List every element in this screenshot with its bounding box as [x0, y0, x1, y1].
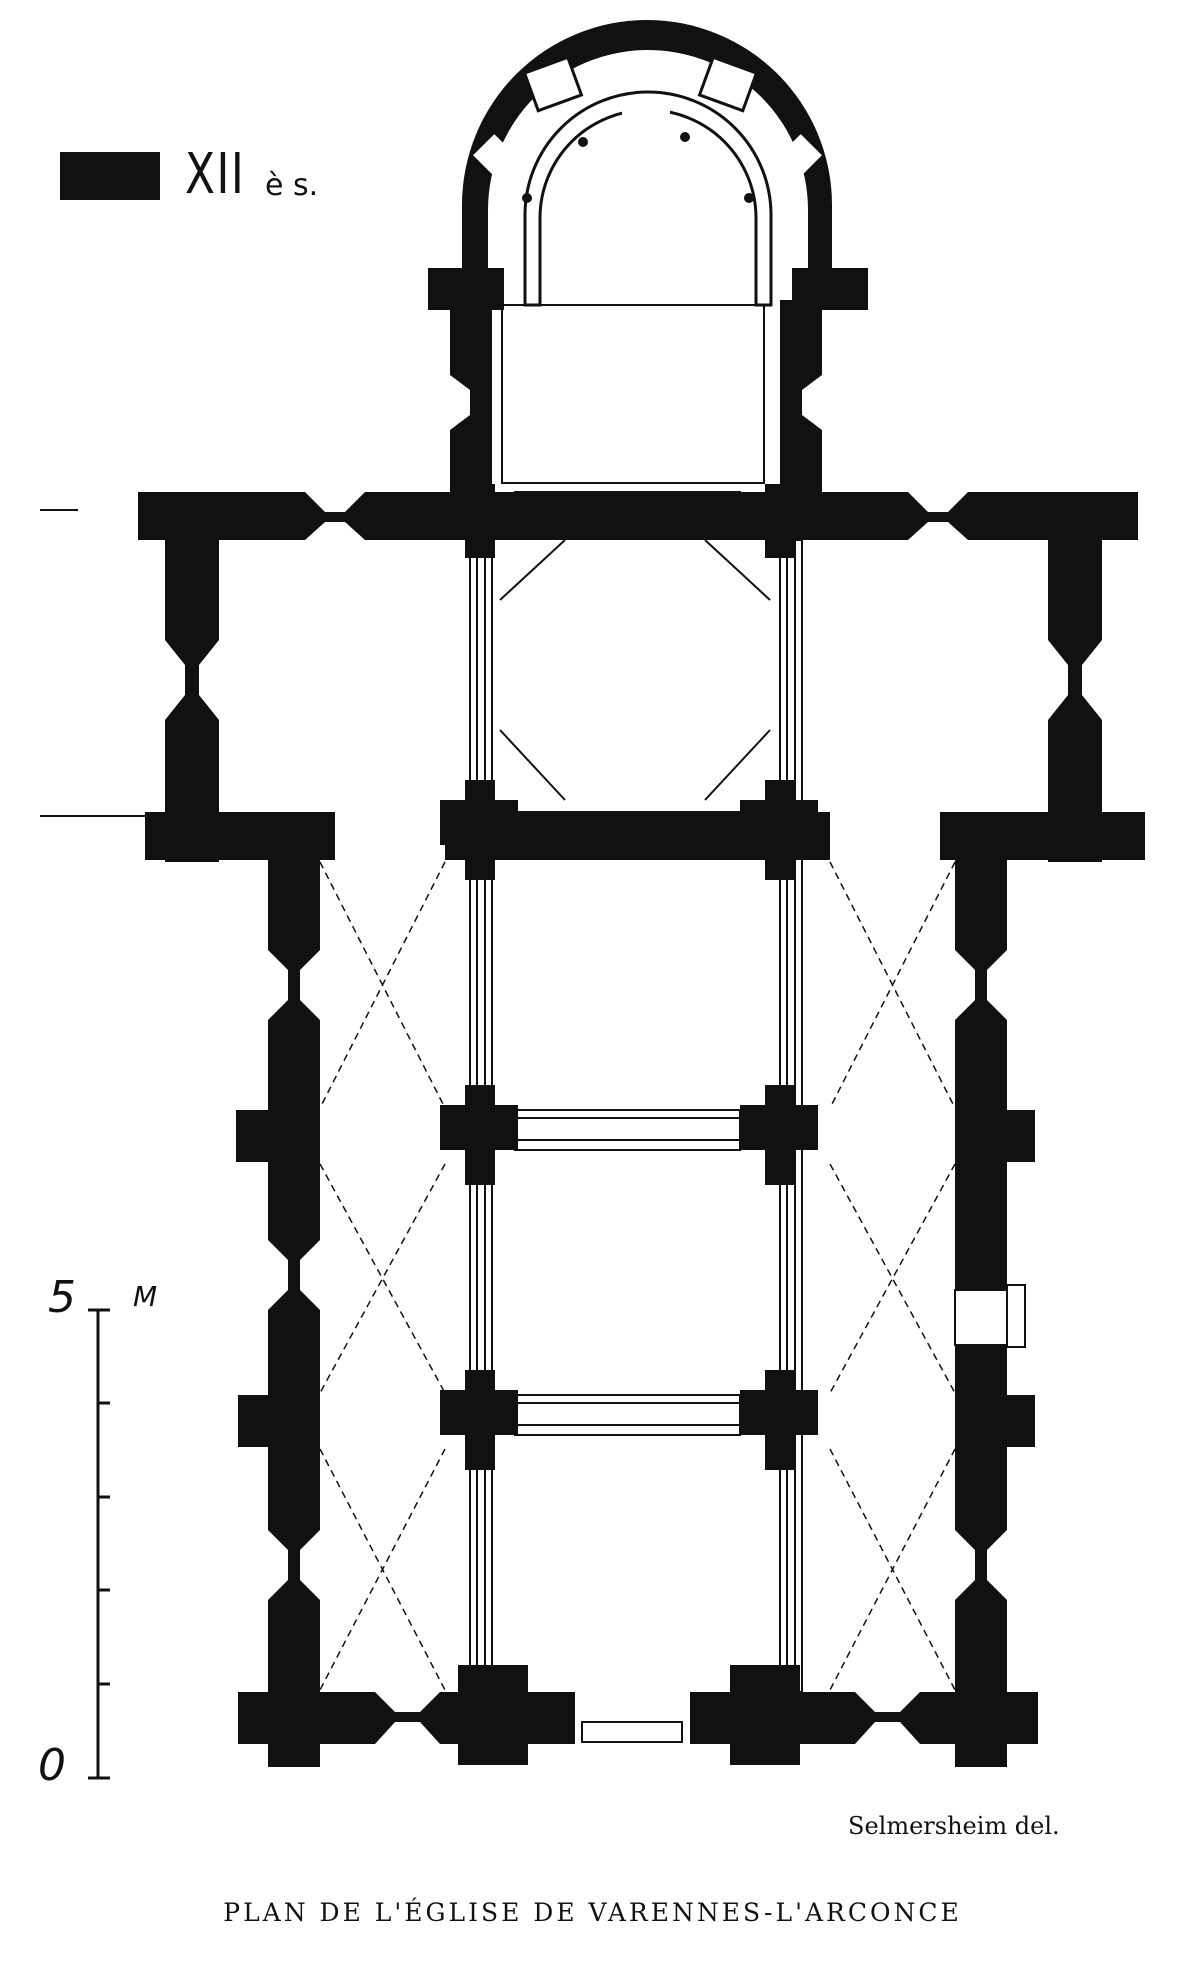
- legend-swatch: [60, 152, 160, 200]
- scale-top-value: 5: [48, 1272, 76, 1323]
- arcades: [469, 491, 803, 1693]
- draftsman-credit: Selmersheim del.: [848, 1812, 1060, 1840]
- scale-unit: M: [133, 1280, 158, 1313]
- apse: [462, 20, 832, 307]
- nave-walls: [236, 855, 1038, 1767]
- choir-walls: [428, 268, 868, 500]
- aisle-vaults: [319, 861, 956, 1691]
- scale-bottom-value: 0: [38, 1740, 66, 1791]
- piers: [440, 484, 818, 1765]
- legend-suffix: è s.: [265, 168, 319, 203]
- transept: [40, 492, 1145, 862]
- scale-bar: [88, 1308, 110, 1780]
- legend-label: XII: [185, 142, 246, 207]
- plan-title: PLAN DE L'ÉGLISE DE VARENNES-L'ARCONCE: [223, 1898, 962, 1927]
